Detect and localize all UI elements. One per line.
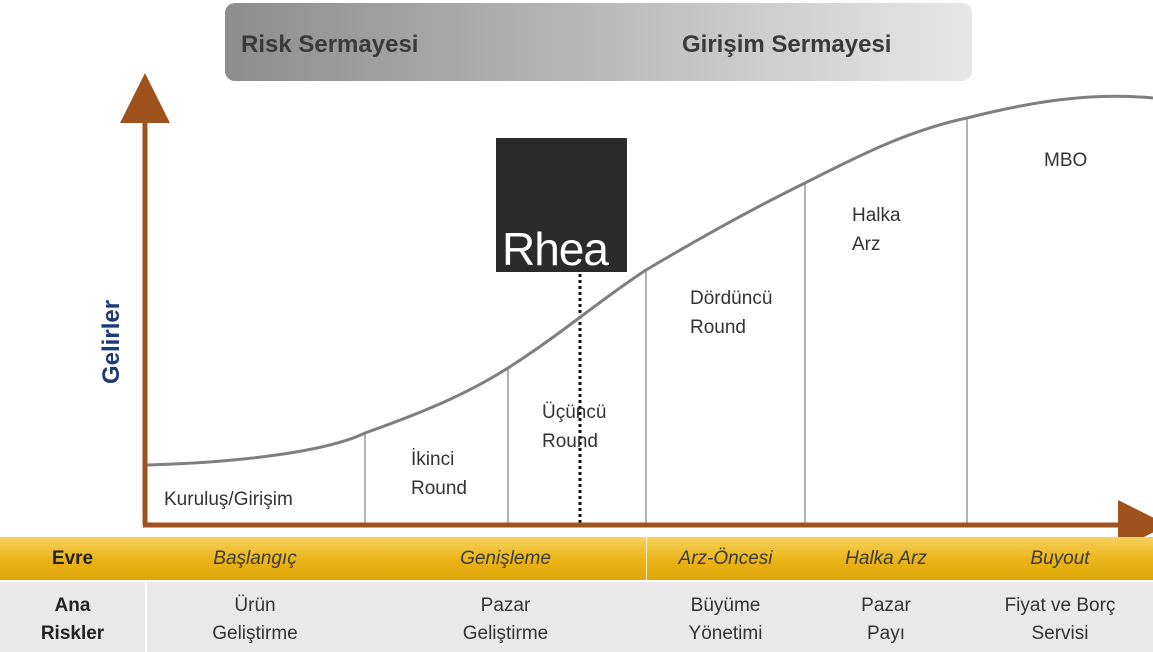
phase-arz-oncesi: Arz-Öncesi [678, 548, 773, 569]
risk-pazar-payi: Pazar Payı [861, 595, 911, 644]
phase-row: Evre Başlangıç Genişleme Arz-Öncesi Halk… [0, 537, 1153, 580]
risk-separator [145, 582, 147, 652]
phase-separator [646, 537, 647, 580]
growth-curve-diagram [120, 73, 1153, 537]
rhea-logo-text: Rhea [502, 223, 609, 272]
phase-genisleme: Genişleme [460, 548, 551, 569]
phase-halka-arz: Halka Arz [845, 548, 927, 569]
phase-row-header: Evre [51, 548, 94, 569]
risk-capital-label: Risk Sermayesi [241, 31, 419, 58]
risk-urun-gelistirme: Ürün Geliştirme [212, 595, 298, 644]
risk-row: Ana Riskler Ürün Geliştirme Pazar Gelişt… [0, 582, 1153, 652]
phase-baslangic: Başlangıç [213, 548, 297, 569]
stage-label-kurulus: Kuruluş/Girişim [164, 489, 293, 510]
stage-label-ikinci: İkinci Round [411, 449, 467, 499]
risk-fiyat-borc-servisi: Fiyat ve Borç Servisi [1004, 595, 1116, 644]
venture-capital-label: Girişim Sermayesi [682, 31, 892, 58]
risk-row-header: Ana Riskler [40, 595, 105, 644]
stage-label-ucuncu: Üçüncü Round [542, 402, 607, 452]
y-axis-label: Gelirler [98, 299, 125, 384]
stage-label-halka-arz: Halka Arz [852, 205, 901, 255]
revenue-s-curve [146, 94, 1153, 467]
phase-buyout: Buyout [1030, 548, 1090, 569]
stage-label-dorduncu: Dördüncü Round [690, 288, 773, 338]
stage-label-mbo: MBO [1044, 150, 1088, 171]
capital-type-banner: Risk Sermayesi Girişim Sermayesi [225, 3, 972, 81]
risk-buyume-yonetimi: Büyüme Yönetimi [688, 595, 763, 644]
rhea-logo: Rhea [496, 138, 627, 272]
risk-pazar-gelistirme: Pazar Geliştirme [462, 595, 549, 644]
